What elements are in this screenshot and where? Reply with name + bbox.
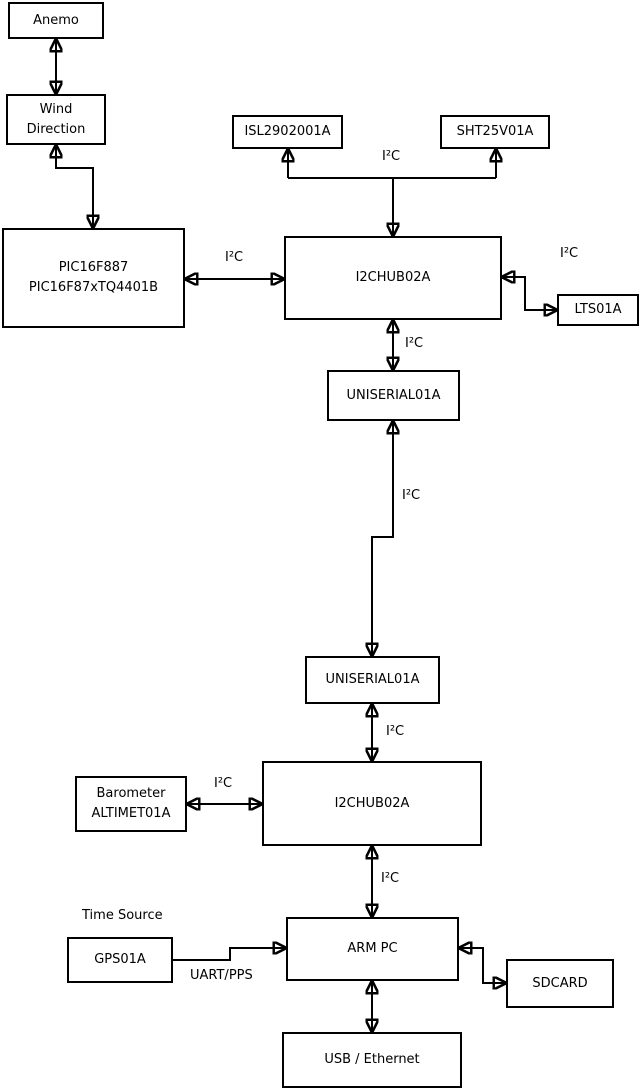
node-wind-direction: Wind Direction [6, 94, 106, 145]
node-label: ISL2902001A [244, 124, 331, 139]
node-label: SDCARD [532, 975, 588, 991]
node-usb-ethernet: USB / Ethernet [282, 1032, 462, 1088]
node-label-line2: ALTIMET01A [91, 806, 171, 821]
node-label: GPS01A [94, 952, 146, 967]
label-i2c-sensor-bus: I²C [382, 149, 401, 164]
node-arm-pc: ARM PC [286, 917, 459, 981]
label-i2c-barometer: I²C [214, 776, 233, 791]
node-label-line1: Barometer [96, 786, 166, 801]
node-barometer: Barometer ALTIMET01A [75, 776, 187, 832]
label-i2c-lts: I²C [560, 246, 579, 261]
node-isl2902001a: ISL2902001A [232, 115, 343, 149]
node-label: LTS01A [574, 302, 622, 317]
node-sdcard: SDCARD [506, 959, 614, 1008]
node-label: I2CHUB02A [355, 270, 431, 285]
label-i2c-uniserial-hub: I²C [386, 724, 405, 739]
node-label: UNISERIAL01A [346, 387, 441, 403]
label-i2c-long-link: I²C [402, 488, 421, 503]
node-label: SHT25V01A [456, 124, 534, 139]
node-pic-microcontroller: PIC16F887 PIC16F87xTQ4401B [2, 228, 185, 328]
arrow-uniserial-uniserial [372, 421, 393, 656]
node-label: Anemo [33, 12, 79, 28]
node-label-line1: PIC16F887 [58, 260, 129, 275]
arrow-armpc-sdcard [459, 948, 506, 983]
node-uniserial-bottom: UNISERIAL01A [305, 656, 440, 704]
arrow-i2chub-lts [502, 277, 557, 310]
arrow-wind-pic [56, 145, 93, 228]
label-i2c-hub-armpc: I²C [381, 871, 400, 886]
node-label: USB / Ethernet [324, 1052, 420, 1067]
node-label: UNISERIAL01A [325, 672, 420, 687]
node-i2chub-top: I2CHUB02A [284, 236, 502, 320]
node-gps01a: GPS01A [67, 937, 173, 983]
node-label: ARM PC [347, 941, 398, 956]
label-i2c-pic-hub: I²C [225, 250, 244, 265]
node-lts01a: LTS01A [557, 294, 639, 326]
label-i2c-hub-uniserial: I²C [405, 336, 424, 351]
node-anemo: Anemo [8, 2, 104, 39]
node-sht25v01a: SHT25V01A [440, 115, 550, 149]
label-uart-pps: UART/PPS [190, 968, 253, 983]
node-label-line1: Wind [39, 101, 73, 117]
node-label-line2: Direction [26, 121, 86, 137]
node-label-line2: PIC16F87xTQ4401B [28, 280, 159, 295]
node-label: I2CHUB02A [334, 795, 410, 811]
arrow-gps-armpc [173, 948, 286, 961]
node-i2chub-bottom: I2CHUB02A [262, 761, 482, 846]
label-time-source: Time Source [82, 908, 163, 923]
node-uniserial-top: UNISERIAL01A [327, 370, 460, 421]
